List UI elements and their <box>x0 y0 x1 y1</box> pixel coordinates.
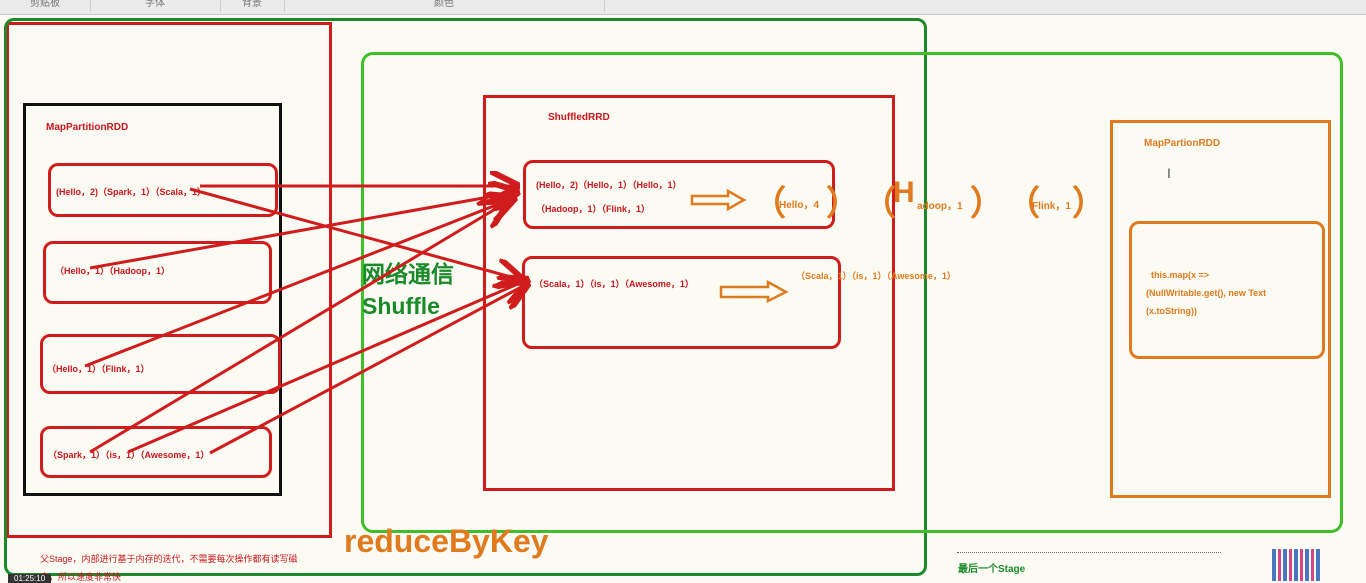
code-line-2: (NullWritable.get(), new Text <box>1146 288 1267 298</box>
map-partion-rdd-box <box>1110 120 1331 498</box>
shuffled-rdd-box <box>483 95 895 491</box>
toolbar-group-label: 字体 <box>145 0 165 9</box>
result-big-h: H <box>893 176 915 209</box>
map-partition-2 <box>43 241 272 304</box>
result-open-paren-2: （ <box>862 185 896 223</box>
text-cursor-icon: I <box>1167 165 1171 181</box>
toolbar-group-clipboard[interactable]: 剪贴板 <box>0 0 91 12</box>
toolbar-group-label: 背景 <box>242 0 262 9</box>
shuffled-partition-2-text: （Scala，1）（is，1）（Awesome，1） <box>534 279 694 289</box>
arrow-scala-p1 <box>189 187 522 280</box>
last-stage-label: 最后一个Stage <box>958 564 1026 575</box>
network-communication-label: 网络通信 <box>362 261 454 287</box>
toolbar-group-background[interactable]: 背景 <box>220 0 285 12</box>
result-close-paren-1: ） <box>826 185 860 223</box>
shuffled-partition-1-line1: (Hello，2)（Hello，1）（Hello，1） <box>536 180 682 190</box>
code-line-1: this.map(x => <box>1151 270 1210 280</box>
map-partition-rdd-label: MapPartitionRDD <box>46 122 129 133</box>
result-hadoop: adoop，1 <box>917 201 963 212</box>
toolbar-group-font[interactable]: 字体 <box>90 0 221 12</box>
light-green-stage-box <box>361 52 1343 533</box>
map-partition-3-text: （Hello，1）（Flink，1） <box>47 364 150 374</box>
map-partition-rdd-box <box>23 103 282 496</box>
map-partition-4 <box>40 426 272 478</box>
map-partition-1 <box>48 163 278 217</box>
result-close-paren-2: ） <box>970 185 1004 223</box>
arrow-hello-p3 <box>84 198 514 368</box>
shuffled-partition-1 <box>523 160 835 229</box>
result-hello: Hello，4 <box>779 200 820 211</box>
toolbar-group-label: 剪贴板 <box>30 0 60 9</box>
result-open-paren-1: （ <box>752 185 786 223</box>
qr-code-image <box>1272 549 1320 581</box>
result-2-text: （Scala，1）（is，1）（Awesome，1） <box>796 271 956 281</box>
map-partition-4-text: （Spark，1）（is，1）（Awesome，1） <box>48 450 210 460</box>
parent-stage-note-line1: 父Stage，内部进行基于内存的迭代，不需要每次操作都有读写磁 <box>40 554 298 564</box>
arrow-hello-p2 <box>89 192 517 270</box>
parent-stage-note-line2: 盘，所以速度非常快 <box>40 572 122 582</box>
reduce-by-key-label: reduceByKey <box>344 523 549 559</box>
code-box <box>1129 221 1325 359</box>
toolbar-group-label: 颜色 <box>434 0 454 9</box>
hollow-arrow-1 <box>690 188 747 212</box>
result-flink: Flink，1 <box>1032 201 1071 212</box>
shuffled-partition-1-line2: （Hadoop，1）（Flink，1） <box>536 204 651 214</box>
shuffled-rdd-label: ShuffledRRD <box>548 112 610 123</box>
arrow-is-p4 <box>127 280 527 454</box>
parent-stage-box <box>6 22 332 538</box>
shuffle-label: Shuffle <box>362 293 440 319</box>
result-close-paren-3: ） <box>1072 185 1106 223</box>
dark-green-stage-box <box>4 18 927 576</box>
hollow-arrow-2 <box>719 279 789 304</box>
arrow-spark-p4 <box>89 202 507 454</box>
result-open-paren-3: （ <box>1006 185 1040 223</box>
ribbon-toolbar: 剪贴板 字体 背景 颜色 <box>0 0 1366 15</box>
map-partion-rdd-label: MapPartionRDD <box>1144 138 1221 149</box>
video-time-overlay: 01:25:10 <box>8 574 52 583</box>
last-stage-selection-top <box>957 552 1221 553</box>
map-partition-1-text: (Hello，2)（Spark，1）（Scala，1） <box>56 187 207 197</box>
toolbar-group-color[interactable]: 颜色 <box>284 0 605 12</box>
map-partition-2-text: （Hello，1）（Hadoop，1） <box>55 266 171 276</box>
arrow-awesome-p4 <box>209 284 527 455</box>
code-line-3: (x.toString)) <box>1146 306 1197 316</box>
